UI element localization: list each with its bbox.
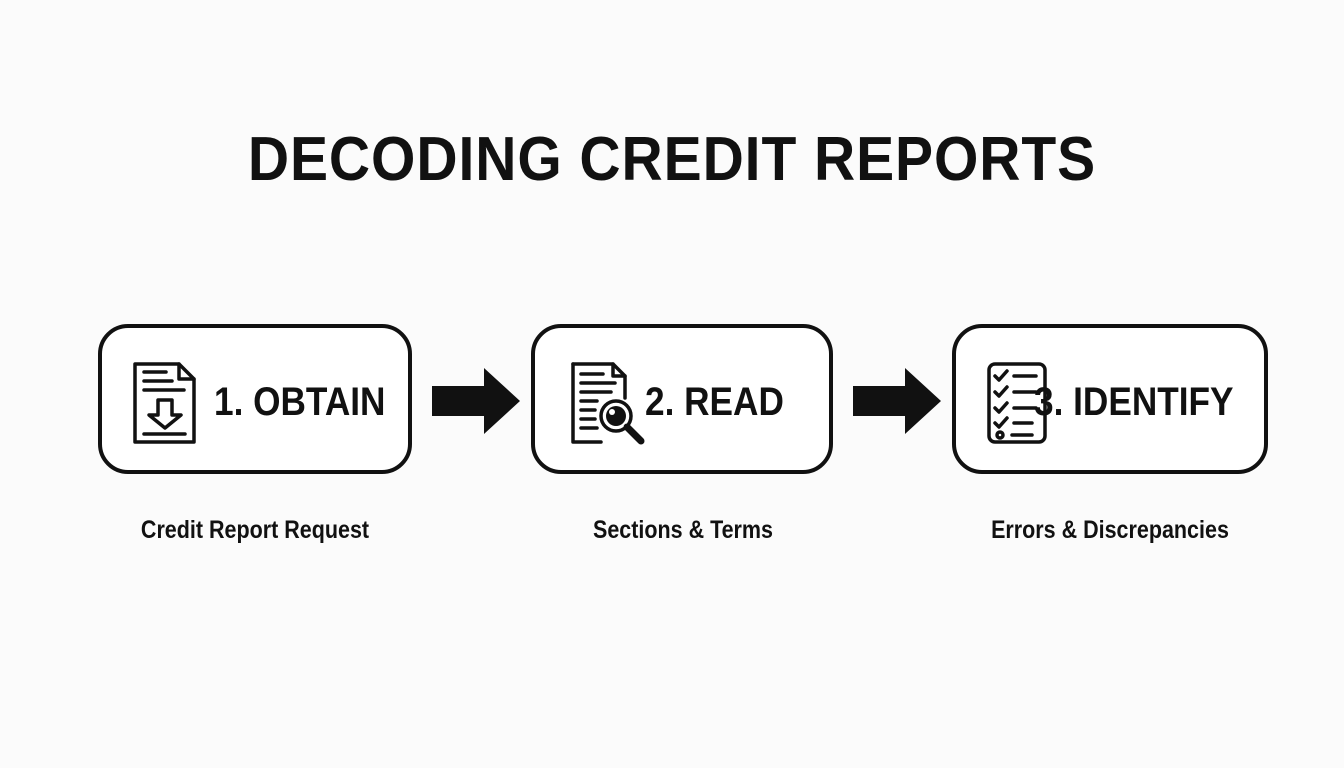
- step-read-box: 2. READ: [531, 324, 833, 474]
- checklist-icon: [982, 360, 1068, 446]
- step-read-caption: Sections & Terms: [592, 516, 774, 544]
- step-obtain-caption: Credit Report Request: [140, 516, 370, 544]
- page-title: DECODING CREDIT REPORTS: [247, 125, 1097, 194]
- step-obtain-label: 1. OBTAIN: [214, 380, 386, 424]
- step-identify-label: 3. IDENTIFY: [1034, 380, 1234, 424]
- step-read-label: 2. READ: [645, 380, 784, 424]
- step-obtain-box: 1. OBTAIN: [98, 324, 412, 474]
- step-identify-caption: Errors & Discrepancies: [991, 516, 1229, 544]
- step-identify-box: 3. IDENTIFY: [952, 324, 1268, 474]
- document-magnifier-icon: [567, 360, 653, 446]
- document-download-icon: [128, 360, 214, 446]
- right-arrow-icon: [851, 366, 943, 436]
- right-arrow-icon: [430, 366, 522, 436]
